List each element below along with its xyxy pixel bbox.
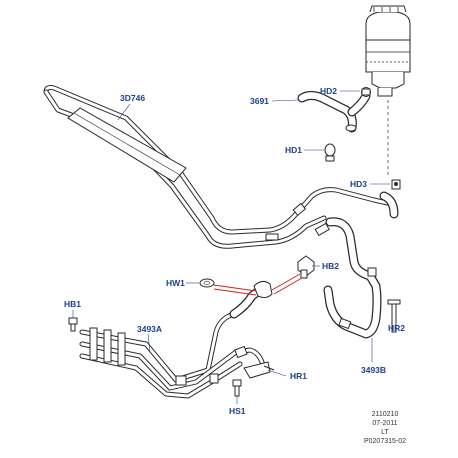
reference-code: 2110210 <box>371 411 399 418</box>
seal-leaders <box>213 273 303 296</box>
label-hr1: HR1 <box>290 371 307 381</box>
bracket-hr1 <box>243 361 275 379</box>
leader-3493a <box>147 333 151 353</box>
reference-block: 2110210 07-2011 LT P0207315-02 <box>350 410 420 446</box>
clamp-hd1 <box>324 143 336 162</box>
label-hd2: HD2 <box>320 86 337 96</box>
reference-date: 07-2011 <box>372 420 398 427</box>
label-hw1: HW1 <box>166 278 185 288</box>
leader-3691 <box>271 99 299 102</box>
label-hr2: HR2 <box>388 323 405 333</box>
label-3493b: 3493B <box>361 365 386 375</box>
label-3d746: 3D746 <box>120 93 145 103</box>
label-hb1: HB1 <box>64 299 81 309</box>
bolt-hb2 <box>297 255 315 279</box>
pressure-pipe <box>79 311 265 399</box>
reference-part-number: P0207315-02 <box>363 438 407 445</box>
bolt-hb1 <box>68 317 78 332</box>
feed-pipe <box>229 280 273 319</box>
label-3493a: 3493A <box>137 324 162 334</box>
clamp-hd2 <box>361 87 371 97</box>
label-hb2: HB2 <box>322 261 339 271</box>
label-hd3: HD3 <box>350 179 367 189</box>
screw-hs1 <box>232 379 242 397</box>
cooler-pipe <box>43 85 395 249</box>
reservoir <box>365 5 411 97</box>
label-hs1: HS1 <box>229 406 246 416</box>
return-hose <box>323 191 399 339</box>
washer-hw1 <box>199 278 215 288</box>
label-hd1: HD1 <box>285 145 302 155</box>
label-3691: 3691 <box>250 96 269 106</box>
bracket-hr2 <box>387 299 401 333</box>
clamp-hd3 <box>391 179 401 190</box>
leader-hr1 <box>267 369 287 377</box>
reservoir-hose <box>297 90 371 133</box>
reference-region: LT <box>381 429 389 436</box>
leader-3d746 <box>117 103 131 121</box>
